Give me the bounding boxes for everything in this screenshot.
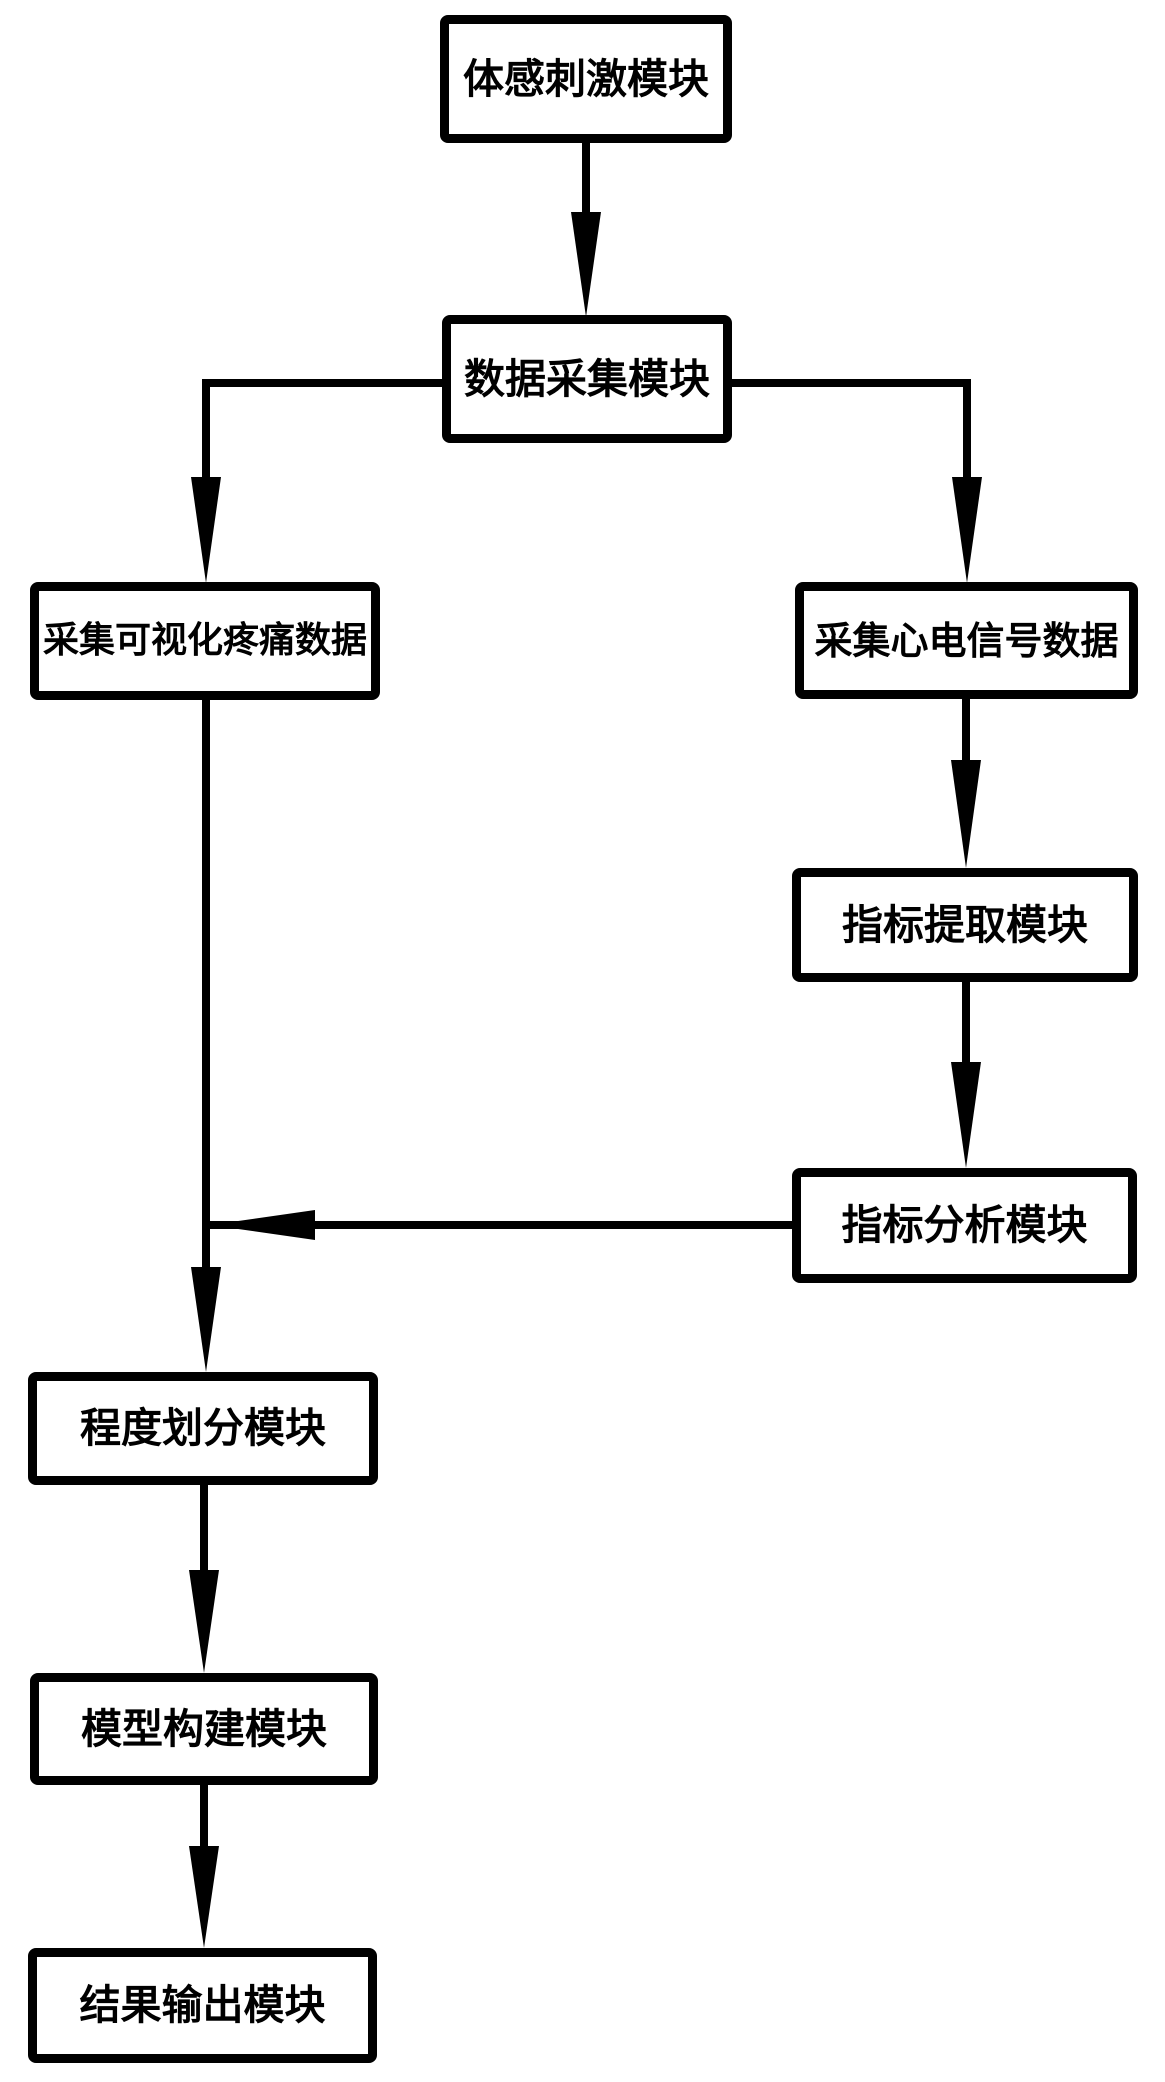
- arrow-down-icon: [952, 477, 982, 583]
- node-data-acquisition-module: 数据采集模块: [442, 315, 732, 443]
- node-indicator-extraction-module: 指标提取模块: [792, 868, 1138, 982]
- arrow-left-icon: [210, 1210, 315, 1240]
- node-label-somatosensory-stimulation-module: 体感刺激模块: [463, 54, 709, 103]
- arrow-down-icon: [951, 1062, 981, 1168]
- node-label-indicator-analysis-module: 指标分析模块: [841, 1201, 1088, 1249]
- node-label-collect-ecg-signal-data: 采集心电信号数据: [814, 618, 1119, 663]
- arrow-down-icon: [189, 1846, 219, 1948]
- node-label-collect-visualized-pain-data: 采集可视化疼痛数据: [42, 620, 367, 661]
- edge-extraction-to-analysis-line: [962, 980, 970, 1064]
- edge-analysis-to-junction-line: [206, 1221, 792, 1229]
- node-label-degree-classification-module: 程度划分模块: [80, 1404, 326, 1452]
- edge-stimulation-to-acquisition-line: [582, 141, 590, 215]
- arrow-down-icon: [571, 212, 601, 317]
- node-label-model-construction-module: 模型构建模块: [81, 1704, 327, 1753]
- arrow-down-icon: [189, 1570, 219, 1673]
- edge-acquisition-to-ecgdata-hline: [732, 379, 971, 387]
- arrow-down-icon: [951, 760, 981, 868]
- edge-classification-to-model-line: [200, 1483, 208, 1573]
- node-label-data-acquisition-module: 数据采集模块: [464, 354, 710, 403]
- edge-acquisition-to-ecgdata-vline: [963, 379, 971, 479]
- node-somatosensory-stimulation-module: 体感刺激模块: [440, 15, 732, 143]
- edge-paindata-to-classification-line: [202, 698, 210, 1269]
- node-model-construction-module: 模型构建模块: [30, 1673, 378, 1785]
- node-collect-visualized-pain-data: 采集可视化疼痛数据: [30, 582, 380, 700]
- edge-model-to-result-line: [200, 1783, 208, 1849]
- edge-acquisition-to-paindata-hline: [202, 379, 442, 387]
- edge-acquisition-to-paindata-vline: [202, 379, 210, 479]
- node-result-output-module: 结果输出模块: [28, 1948, 377, 2063]
- node-collect-ecg-signal-data: 采集心电信号数据: [795, 582, 1138, 699]
- node-indicator-analysis-module: 指标分析模块: [792, 1168, 1137, 1283]
- arrow-down-icon: [191, 477, 221, 583]
- arrow-down-icon: [191, 1267, 221, 1372]
- node-degree-classification-module: 程度划分模块: [28, 1372, 378, 1485]
- node-label-indicator-extraction-module: 指标提取模块: [842, 900, 1088, 949]
- edge-ecgdata-to-extraction-line: [962, 698, 970, 762]
- node-label-result-output-module: 结果输出模块: [79, 1981, 326, 2029]
